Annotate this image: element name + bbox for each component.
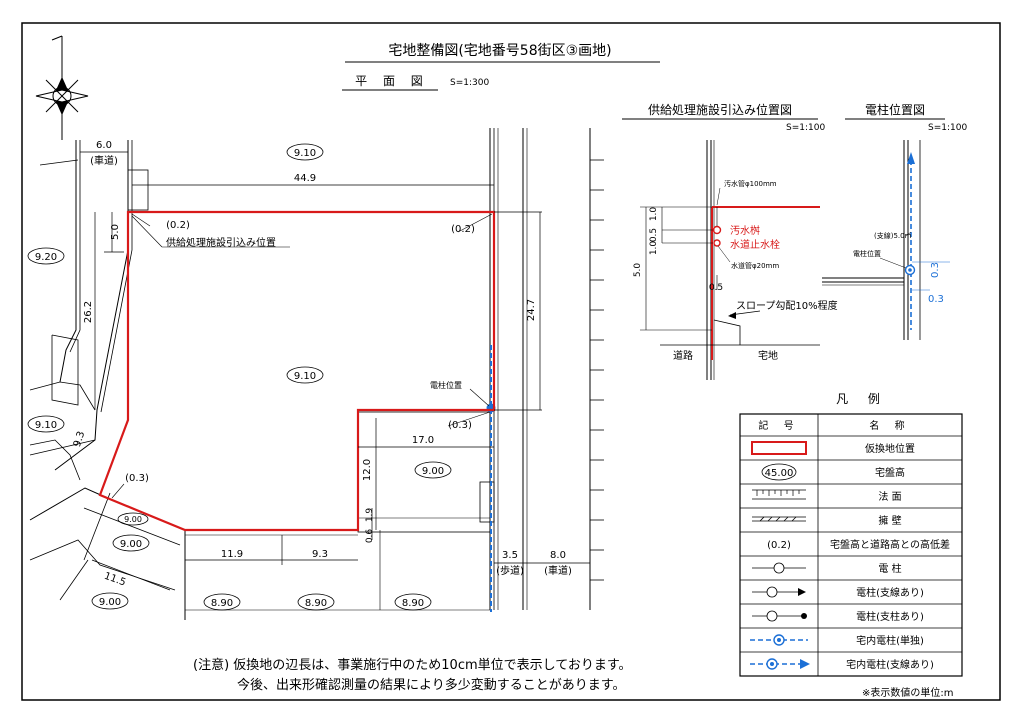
legend-row-8: 電柱(支柱あり): [856, 610, 924, 623]
supply-detail-scale: S=1:100: [786, 123, 825, 133]
dim-left-short: 5.0: [110, 224, 121, 240]
label-road-right: (車道): [544, 564, 572, 577]
legend-row-3: 法 面: [878, 490, 901, 503]
height-lot-left-a: 9.00: [120, 539, 142, 550]
sheet-frame: [21, 22, 1001, 701]
label-pole-position: 電柱位置: [430, 380, 462, 390]
north-arrow-icon: [35, 35, 89, 140]
legend-boundary-symbol: [751, 441, 807, 455]
legend-row-5: 宅盤高と道路高との高低差: [830, 538, 950, 551]
pole-dim-a: 0.3: [930, 262, 941, 278]
legend-row-1: 仮換地位置: [865, 442, 915, 455]
label-sidewalk-right: (歩道): [496, 564, 524, 577]
legend-onsite-pole-guy-symbol: [750, 658, 810, 670]
dim-sidewalk-right: 3.5: [502, 550, 518, 561]
legend-title: 凡 例: [836, 392, 888, 406]
supply-dim-c: 1.0: [649, 241, 659, 256]
legend-wall-symbol: [752, 516, 806, 522]
water-pipe-label: 水道管φ20mm: [731, 261, 779, 270]
legend-onsite-pole-symbol: [750, 634, 808, 646]
pole-detail-title: 電柱位置図: [865, 102, 925, 117]
water-hydrant-icon: [713, 239, 721, 247]
height-left-top: 9.20: [35, 252, 57, 263]
road-label: 道路: [673, 349, 693, 362]
legend-pole-symbol: [752, 562, 806, 574]
height-bottom-a: 8.90: [211, 598, 233, 609]
height-lot-right: 9.00: [422, 466, 444, 477]
diff-mid-right: (0.3): [448, 420, 472, 431]
dim-road-right: 8.0: [550, 550, 566, 561]
supply-detail-title: 供給処理施設引込み位置図: [648, 102, 792, 117]
height-left-mid: 9.10: [35, 420, 57, 431]
legend-row-2: 宅盤高: [875, 466, 905, 479]
dim-bottom-a: 11.9: [221, 549, 243, 560]
legend-row-7: 電柱(支線あり): [856, 586, 924, 599]
height-lot-left-b: 9.00: [99, 597, 121, 608]
water-hydrant-label: 水道止水栓: [730, 238, 780, 251]
dim-small-a: 1.9: [365, 508, 375, 523]
supply-dim-b: 0.5: [649, 228, 659, 242]
legend-diff-sample: (0.2): [767, 540, 791, 551]
height-bottom-b: 8.90: [305, 598, 327, 609]
diff-top-left: (0.2): [166, 220, 190, 231]
supply-detail: 供給処理施設引込み位置図 S=1:100 汚水管φ100mm 汚水桝 水道止水栓…: [622, 102, 838, 380]
lot-boundary: [98, 210, 496, 532]
pole-position-label: 電柱位置: [853, 249, 881, 258]
legend-row-9: 宅内電柱(単独): [856, 634, 924, 647]
note-line-2: 今後、出来形確認測量の結果により多少変動することがあります。: [237, 678, 626, 693]
guy-arrow-icon: [907, 152, 915, 164]
height-lot-small: 9.00: [124, 515, 142, 524]
unit-note: ※表示数値の単位:m: [862, 688, 954, 699]
guy-label: (支線)5.0m: [874, 231, 912, 240]
dim-small-b: 0.6: [365, 529, 375, 544]
drawing-title: 宅地整備図(宅地番号58街区③画地): [388, 43, 611, 59]
pole-detail-scale: S=1:100: [928, 123, 967, 133]
dim-inner-width: 17.0: [412, 435, 434, 446]
height-center: 9.10: [294, 371, 316, 382]
sewer-pipe-label: 汚水管φ100mm: [724, 179, 777, 188]
plan-scale: S=1:300: [450, 78, 489, 88]
legend-row-4: 擁 壁: [878, 514, 901, 527]
height-bottom-c: 8.90: [402, 598, 424, 609]
note-line-1: (注意) 仮換地の辺長は、事業施行中のため10cm単位で表示しております。: [193, 658, 632, 673]
dim-top-width: 44.9: [294, 173, 316, 184]
legend-row-6: 電 柱: [878, 562, 901, 575]
plan-view: 6.0 (車道) 44.9 5.0 26.2 24.7 9.3 17.0 12.…: [27, 128, 604, 620]
sewer-basin-label: 汚水桝: [730, 224, 760, 237]
dim-inner-height: 12.0: [362, 459, 373, 481]
legend-header-name: 名 称: [869, 419, 910, 432]
supply-dim-a: 1.0: [649, 207, 659, 222]
supply-dim-total: 5.0: [633, 263, 643, 278]
legend-header-symbol: 記 号: [758, 419, 799, 432]
plan-label: 平 面 図: [355, 74, 429, 88]
dim-bottom-left: 11.5: [103, 571, 128, 589]
legend-pole-guy-symbol: [752, 586, 806, 598]
height-top: 9.10: [294, 148, 316, 159]
legend-pole-strut-symbol: [752, 610, 807, 622]
pole-detail: 電柱位置図 S=1:100 (支線)5.0m 電柱位置 0.3 0.3: [822, 102, 967, 340]
dim-left-side: 26.2: [83, 301, 94, 323]
label-road-left: (車道): [90, 154, 118, 167]
lot-label: 宅地: [758, 349, 778, 362]
label-supply-position: 供給処理施設引込み位置: [166, 236, 276, 249]
dim-sidewalk-left: 6.0: [96, 140, 112, 151]
dim-right-side: 24.7: [526, 299, 537, 321]
dim-diag-left: 9.3: [72, 430, 87, 449]
legend-slope-symbol: [752, 489, 806, 500]
sewer-basin-icon: [712, 225, 722, 235]
pole-dim-b: 0.3: [928, 294, 944, 305]
diff-left-low: (0.3): [125, 473, 149, 484]
diff-top-right: (0.2): [451, 224, 475, 235]
supply-dim-offset: 0.5: [709, 283, 723, 293]
legend-height-sample: 45.00: [765, 468, 794, 479]
legend-row-10: 宅内電柱(支線あり): [846, 658, 934, 671]
dim-bottom-b: 9.3: [312, 549, 328, 560]
slope-label: スロープ勾配10%程度: [736, 299, 838, 312]
legend: 凡 例 記 号 名 称 45.00: [739, 392, 963, 677]
